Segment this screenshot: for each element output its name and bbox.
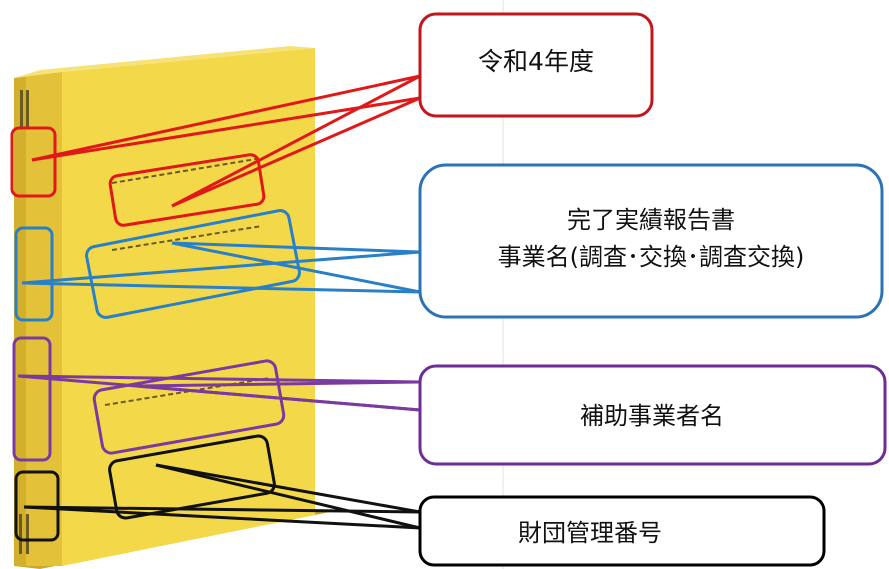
report-connector-line — [21, 281, 421, 294]
report-connector-line — [171, 241, 421, 294]
operator-highlight-group — [12, 336, 421, 462]
year-connector-line — [31, 74, 421, 162]
binder-top-edge — [14, 46, 315, 78]
year-highlight-group — [10, 74, 421, 227]
number-callout: 財団管理番号 — [418, 495, 826, 567]
number-connector-line — [23, 505, 421, 530]
report-connector-line — [21, 250, 421, 285]
year-callout: 令和4年度 — [418, 12, 654, 118]
operator-spine-box — [12, 336, 52, 462]
number-highlight-group — [14, 434, 421, 542]
year-connector-line — [171, 74, 421, 208]
number-callout-box — [418, 495, 826, 567]
report-highlight-group — [14, 209, 421, 322]
spine-text-marks — [19, 90, 29, 554]
report-callout-box — [418, 163, 884, 319]
cover-dashed-line-1 — [111, 157, 263, 184]
year-callout-text: 令和4年度 — [478, 47, 594, 76]
report-callout: 完了実績報告書 事業名(調査･交換･調査交換) — [418, 163, 884, 319]
report-callout-line1: 完了実績報告書 — [567, 206, 735, 234]
number-connector-line — [155, 463, 421, 514]
number-connector-line — [155, 463, 421, 530]
number-cover-box — [108, 434, 276, 520]
report-connector-line — [171, 241, 421, 254]
number-callout-text: 財団管理番号 — [518, 519, 662, 547]
operator-cover-box — [92, 359, 286, 455]
operator-callout-box — [418, 364, 887, 466]
year-callout-box — [418, 12, 654, 118]
cover-dashed-line-2 — [111, 225, 263, 251]
operator-callout: 補助事業者名 — [418, 364, 887, 466]
operator-connector-line — [17, 374, 421, 384]
operator-callout-text: 補助事業者名 — [580, 402, 724, 430]
year-connector-line — [171, 96, 421, 208]
operator-connector-line — [137, 380, 421, 388]
binder-spine-shade — [14, 77, 26, 566]
year-spine-box — [10, 126, 57, 198]
operator-connector-line — [137, 384, 421, 412]
year-cover-box — [108, 153, 266, 227]
report-callout-line2: 事業名(調査･交換･調査交換) — [498, 243, 805, 271]
yellow-binder — [14, 46, 330, 569]
report-spine-box — [14, 226, 54, 322]
